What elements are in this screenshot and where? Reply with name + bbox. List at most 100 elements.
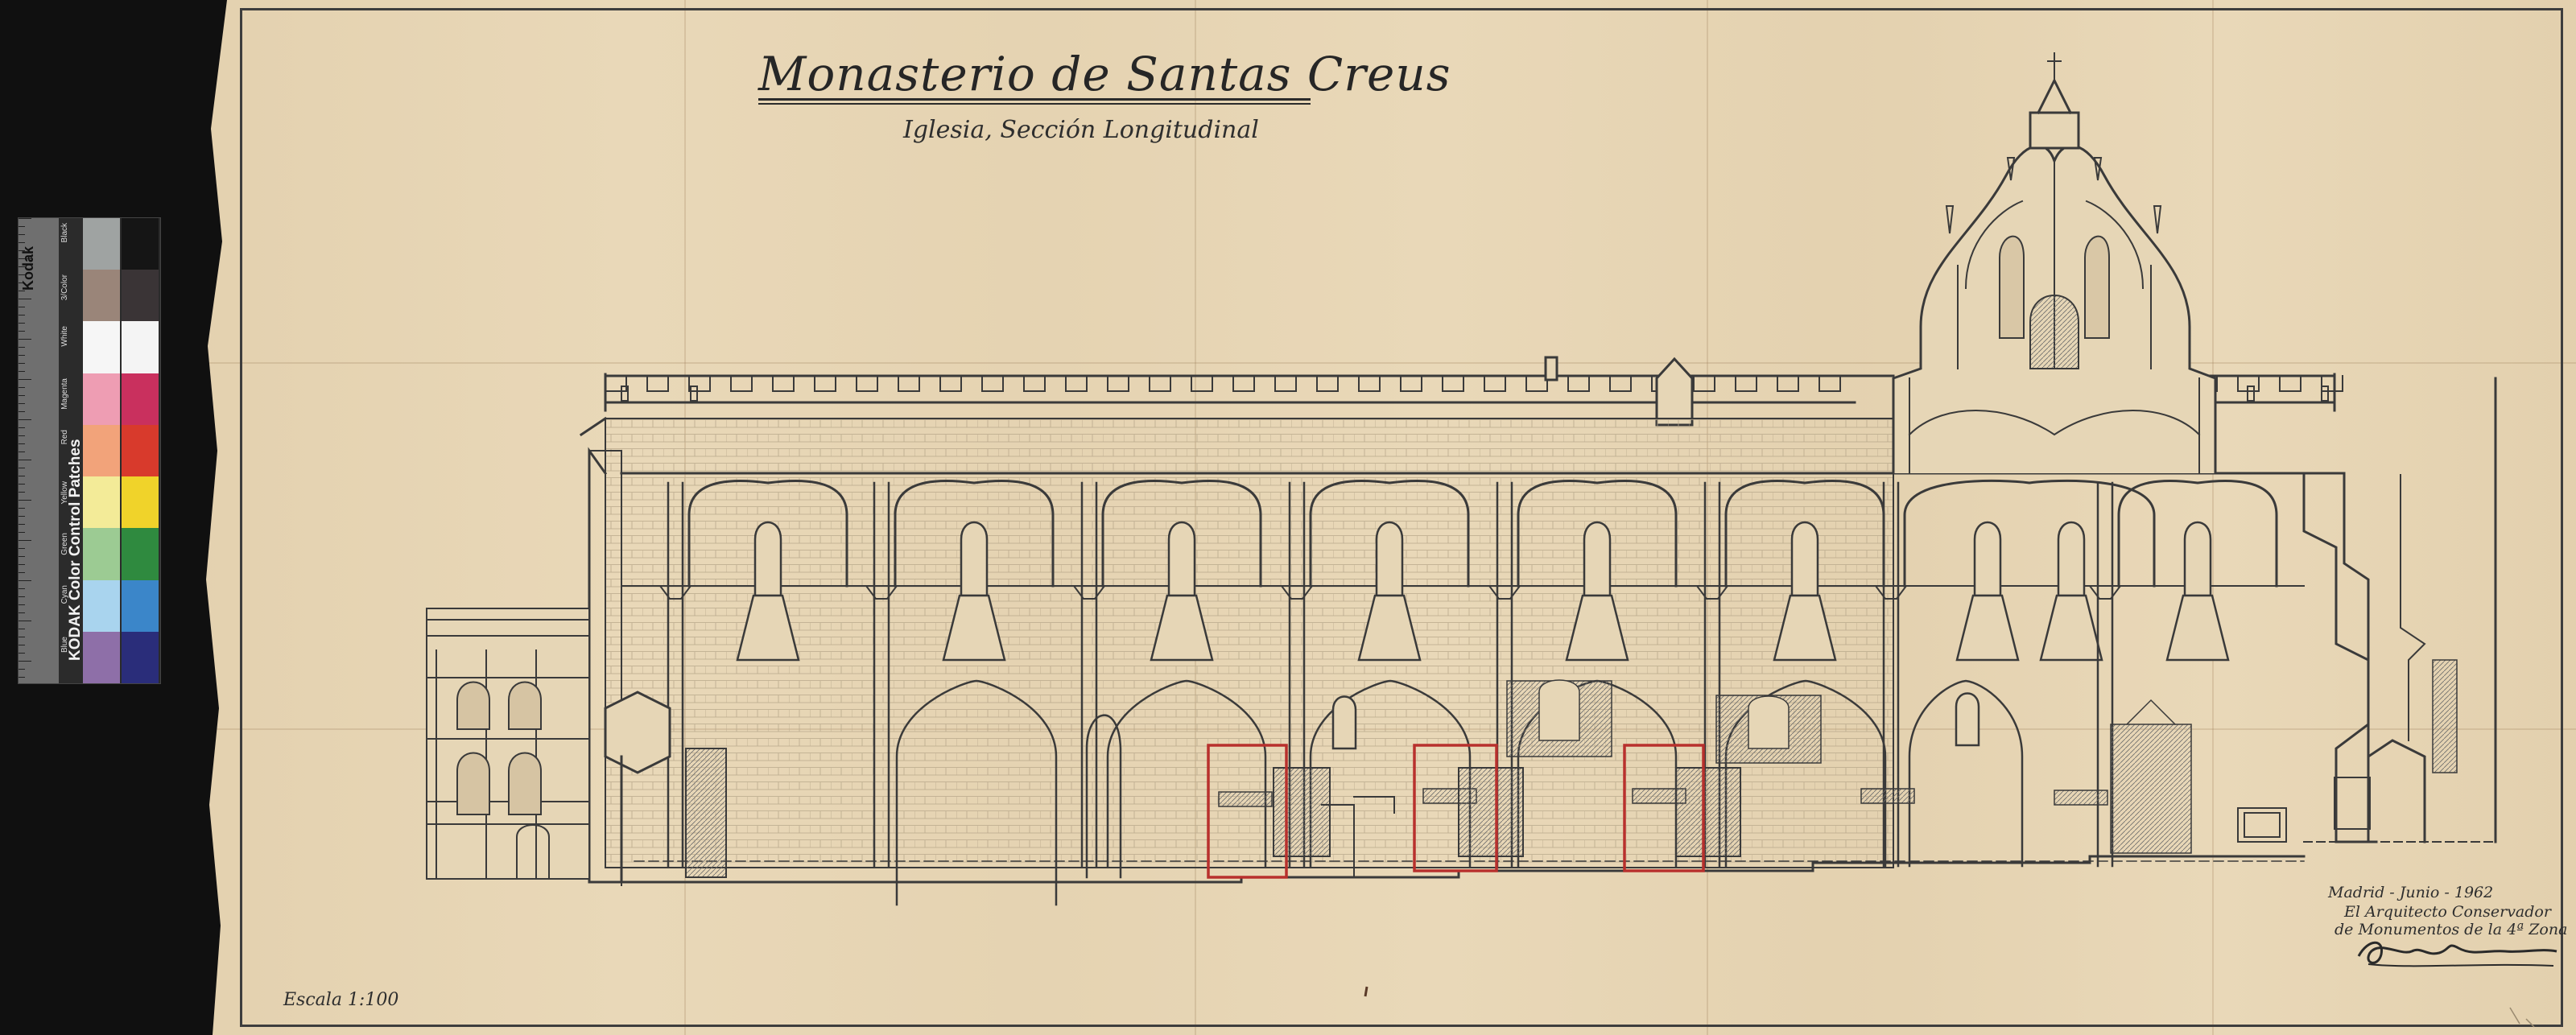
color-patch-label: Blue (60, 636, 69, 653)
ruler-tick (19, 548, 25, 549)
longitudinal-section-drawing (426, 52, 2535, 1028)
parapet-slot (621, 386, 629, 402)
parapet-slot (2247, 386, 2255, 402)
color-patch-black (122, 218, 159, 270)
window-splay (736, 594, 800, 662)
ruler-tick (19, 274, 25, 275)
arcade-arch (1908, 679, 2024, 868)
clerestory-window (1375, 521, 1404, 597)
vault-arch (1724, 479, 1885, 588)
clerestory-window (960, 521, 989, 597)
pier-capital (1280, 585, 1314, 600)
vault-arch (894, 479, 1055, 588)
ruler-tick (19, 596, 25, 597)
ruler-tick (19, 612, 25, 613)
architect-signature (2357, 941, 2557, 967)
nave-pier (873, 481, 890, 868)
ruler-tick (19, 677, 25, 678)
ruler-tick (19, 242, 25, 243)
roof-chimney (1544, 356, 1558, 381)
clerestory-window (2183, 521, 2212, 597)
window-splay (1357, 594, 1422, 662)
ruler-tick (19, 371, 25, 372)
ruler-tick (19, 379, 31, 380)
color-patch-label: Red (60, 429, 69, 445)
bench-block (1860, 788, 1915, 804)
pier-capital (1695, 585, 1729, 600)
vault-arch (1903, 479, 2156, 588)
pier-capital (1488, 585, 1521, 600)
arcade-arch (1309, 679, 1472, 868)
pier-capital (658, 585, 692, 600)
architect-line2: de Monumentos de la 4ª Zona (2334, 921, 2568, 938)
drawing-frame (240, 8, 2563, 1027)
plan-subtitle: Iglesia, Sección Longitudinal (903, 116, 1259, 144)
color-patch-tint (83, 218, 120, 270)
west-doorway (1085, 714, 1122, 879)
clerestory-window (1583, 521, 1612, 597)
date-line: Madrid - Junio - 1962 (2328, 884, 2494, 901)
color-patch-label: Magenta (60, 377, 69, 410)
crossing-tower (1892, 52, 2217, 475)
east-end (2302, 377, 2497, 843)
vault-arch (687, 479, 848, 588)
color-patch-tint (83, 476, 120, 529)
ruler-tick (19, 226, 25, 227)
tomb (2237, 807, 2287, 843)
paper-sheet: Monasterio de Santas Creus Iglesia, Secc… (206, 0, 2576, 1035)
ruler-tick (19, 572, 25, 573)
window-splay (1150, 594, 1214, 662)
pier-capital (1874, 585, 1908, 600)
ruler-tick (19, 419, 31, 420)
color-patch-tint (83, 631, 120, 683)
architect-line1: El Arquitecto Conservador (2344, 903, 2551, 921)
aisle-window (1955, 692, 1980, 747)
nave-pier (1080, 481, 1098, 868)
crenellations (605, 375, 2343, 402)
ruler-tick (19, 500, 31, 501)
ruler-tick (19, 492, 25, 493)
bench-block (1218, 791, 1273, 807)
clerestory-window (2057, 521, 2086, 597)
kodak-brand: Kodak (20, 245, 36, 291)
ruler-tick (19, 363, 25, 364)
clerestory-window (1790, 521, 1819, 597)
ruler-tick (19, 323, 25, 324)
ruler-tick (19, 443, 25, 444)
ruler-tick (19, 427, 25, 428)
fold-line (206, 362, 2576, 364)
fold-line (2212, 0, 2214, 1035)
ruler-tick (19, 532, 25, 533)
clerestory-window (1167, 521, 1196, 597)
ruler-tick (19, 403, 25, 404)
ruler-tick (19, 516, 25, 517)
color-patch-white (122, 321, 159, 373)
vault-arch (2117, 479, 2278, 588)
color-patch-red (122, 424, 159, 477)
window-splay (1773, 594, 1837, 662)
color-patch-green (122, 528, 159, 580)
roof-gable (1655, 357, 1694, 427)
ruler-tick (19, 331, 25, 332)
ruler-tick (19, 250, 25, 251)
ruler-tick (19, 411, 25, 412)
ruler-tick (19, 661, 31, 662)
ruler-tick (19, 435, 25, 436)
altarpieces (1506, 659, 2458, 854)
color-patch-tint (83, 424, 120, 477)
color-patch-yellow (122, 476, 159, 529)
nave-bays (658, 479, 2278, 906)
color-patch-label: White (60, 326, 69, 347)
window-splay (1955, 594, 2020, 662)
color-patch-3-color (122, 270, 159, 322)
ruler-tick (19, 588, 25, 589)
window-splay (2165, 594, 2230, 662)
vault-arch (1309, 479, 1470, 588)
ruler-tick (19, 540, 31, 541)
ruler-tick (19, 653, 25, 654)
ruler-tick (19, 580, 31, 581)
ruler-tick (19, 234, 25, 235)
ruler-tick (19, 347, 25, 348)
